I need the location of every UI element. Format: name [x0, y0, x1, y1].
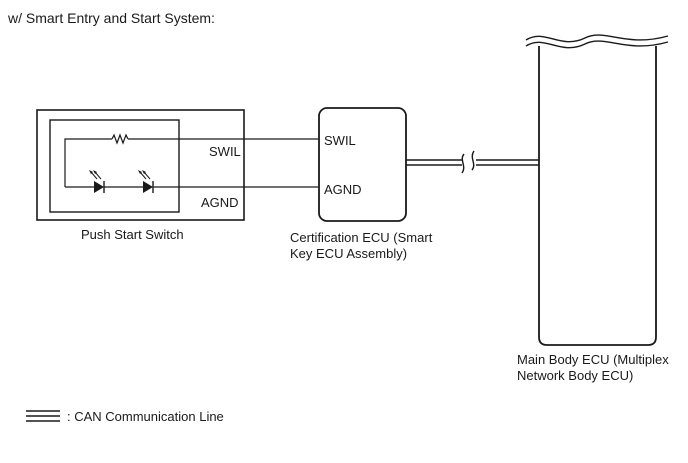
ecu-pin-agnd: AGND [324, 182, 362, 197]
legend-can-line-label: : CAN Communication Line [67, 409, 224, 424]
certification-ecu-label-line2: Key ECU Assembly) [290, 246, 407, 261]
certification-ecu-box [318, 107, 407, 222]
push-start-switch-outer-box [36, 109, 245, 221]
main-body-ecu-label-line2: Network Body ECU) [517, 368, 633, 383]
switch-pin-swil: SWIL [209, 144, 241, 159]
certification-ecu-label-line1: Certification ECU (Smart [290, 230, 433, 245]
main-body-ecu-label-line1: Main Body ECU (Multiplex [517, 352, 669, 367]
main-body-ecu-box [538, 46, 657, 346]
legend-can-line-icon [26, 410, 60, 422]
push-start-switch-inner-box [49, 119, 180, 213]
led-icon [138, 170, 154, 193]
push-start-switch-internal-circuit [64, 133, 178, 188]
resistor-symbol [111, 133, 129, 145]
switch-pin-agnd: AGND [201, 195, 239, 210]
push-start-switch-label: Push Start Switch [81, 227, 184, 242]
diagram-title: w/ Smart Entry and Start System: [7, 10, 215, 26]
can-communication-line [406, 150, 539, 174]
main-body-ecu-break-lines [525, 34, 669, 49]
ecu-pin-swil: SWIL [324, 133, 356, 148]
led-icon [89, 170, 105, 193]
